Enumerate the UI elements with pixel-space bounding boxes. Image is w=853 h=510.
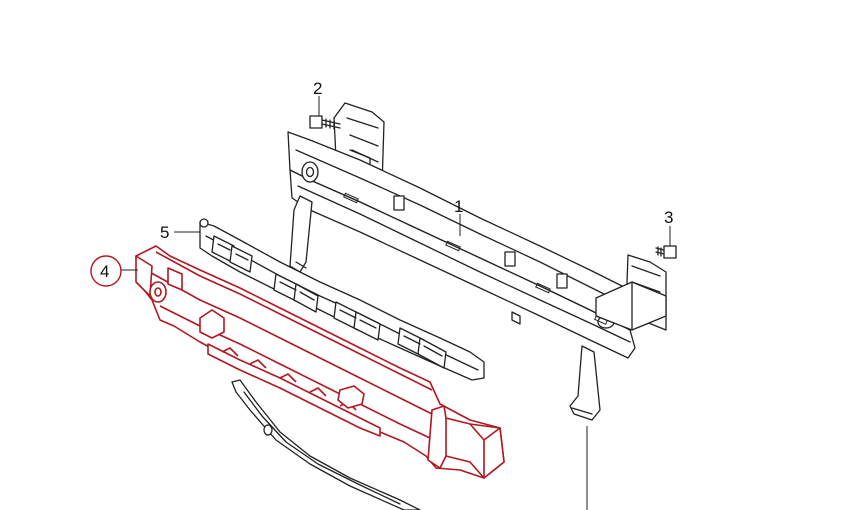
part-2-bolt — [309, 115, 341, 130]
lower-trim-strip — [231, 379, 421, 510]
callout-4: 4 — [100, 262, 109, 281]
part-4-energy-absorber — [135, 245, 505, 479]
callout-4-ring — [90, 255, 122, 287]
part-1-bumper-carrier — [287, 102, 667, 421]
leader-lines — [121, 96, 671, 510]
callout-labels: 1 2 3 4 5 — [90, 79, 673, 287]
callout-5: 5 — [160, 223, 169, 242]
callout-2: 2 — [313, 79, 322, 98]
callout-3: 3 — [664, 208, 673, 227]
part-5-bracket-strip — [199, 218, 485, 381]
callout-1: 1 — [454, 197, 463, 216]
part-3-bolt — [655, 245, 677, 259]
